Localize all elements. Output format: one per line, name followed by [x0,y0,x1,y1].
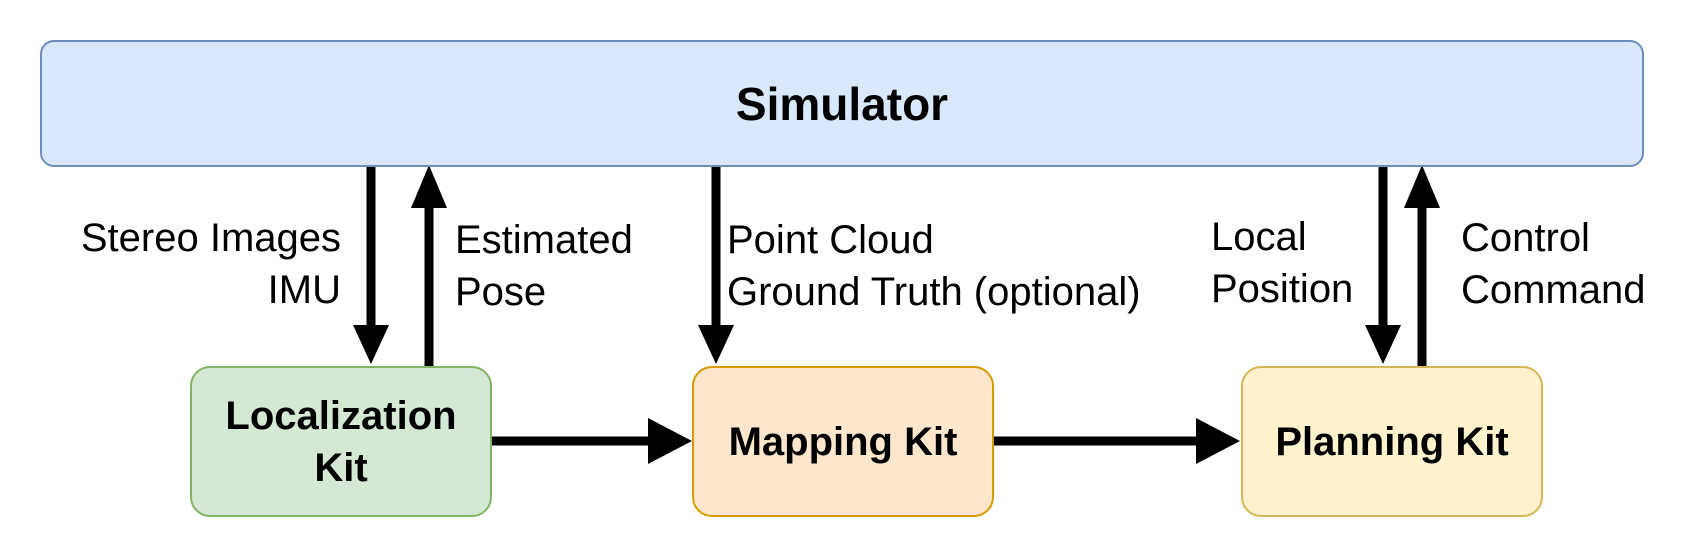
arrowhead-mapping-to-planning [1196,418,1240,464]
edge-label-estimated-line1: Estimated [455,218,633,262]
localization-kit-label-line1: Localization [225,393,457,438]
edge-label-point-cloud-line1: Point Cloud [727,218,934,262]
edge-label-imu-line2: IMU [267,268,341,312]
edge-label-stereo-imu: Stereo Images IMU [81,212,341,316]
arrowhead-sim-to-localization [353,325,389,364]
edge-label-pose-line2: Pose [455,270,547,314]
edge-label-control-line1: Control [1461,216,1590,260]
edge-label-stereo-line1: Stereo Images [80,216,341,260]
arrowhead-localization-to-mapping [648,418,692,464]
simulator-node: Simulator [40,40,1644,167]
edge-label-local-line1: Local [1211,215,1307,259]
mapping-kit-label: Mapping Kit [728,419,958,464]
arrowhead-localization-to-sim [411,165,447,208]
localization-kit-label-line2: Kit [314,445,368,490]
planning-kit-label: Planning Kit [1275,419,1509,464]
mapping-kit-node: Mapping Kit [692,366,994,517]
edge-label-position-line2: Position [1211,267,1354,311]
edge-label-control-command: Control Command [1461,212,1646,316]
arrowhead-planning-to-sim [1404,165,1440,208]
simulator-label: Simulator [735,77,949,130]
edge-label-point-cloud: Point Cloud Ground Truth (optional) [727,214,1141,318]
arrowhead-sim-to-planning [1365,325,1401,364]
edge-label-command-line2: Command [1461,268,1646,312]
edge-label-ground-truth-line2: Ground Truth (optional) [727,270,1141,314]
edge-label-local-position: Local Position [1211,211,1353,315]
planning-kit-node: Planning Kit [1241,366,1543,517]
edge-label-estimated-pose: Estimated Pose [455,214,633,318]
localization-kit-node: Localization Kit [190,366,492,517]
arrowhead-sim-to-mapping [698,325,734,364]
